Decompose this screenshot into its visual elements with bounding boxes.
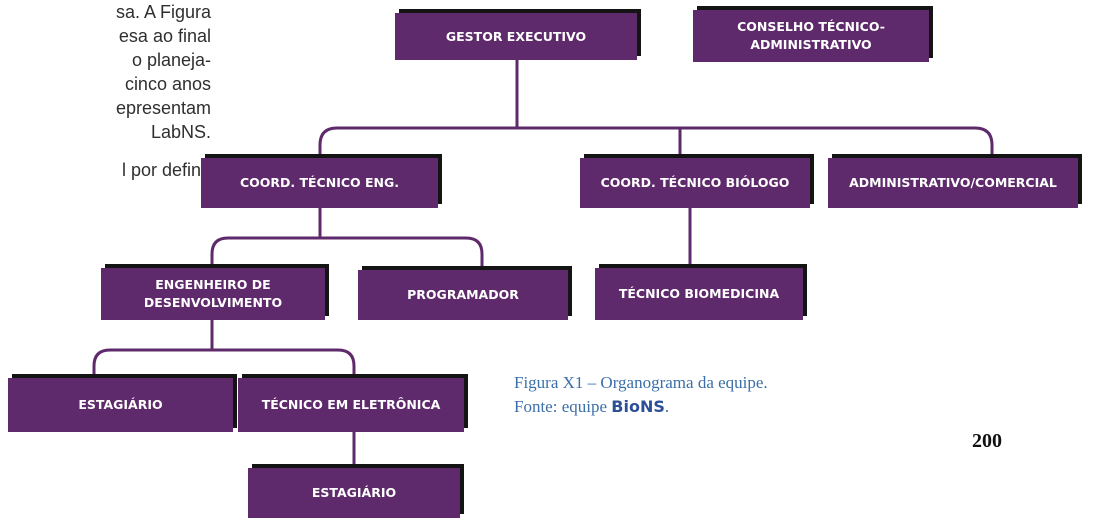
body-text-line: sa. A Figura: [115, 2, 211, 22]
node-label: COORD. TÉCNICO BIÓLOGO: [600, 175, 790, 190]
node-administrativo-comercial: ADMINISTRATIVO/COMERCIAL: [828, 158, 1078, 208]
node-tecnico-eletronica: TÉCNICO EM ELETRÔNICA: [238, 378, 464, 432]
node-label: GESTOR EXECUTIVO: [445, 28, 587, 44]
node-coord-tecnico-biologo: COORD. TÉCNICO BIÓLOGO: [580, 158, 810, 208]
brand-name: BioNS: [611, 397, 665, 416]
node-label: TÉCNICO EM ELETRÔNICA: [261, 397, 441, 412]
node-estagiario-eletronica: ESTAGIÁRIO: [248, 468, 460, 518]
node-label: PROGRAMADOR: [407, 287, 519, 302]
node-conselho-tecnico-administrativo: CONSELHO TÉCNICO- ADMINISTRATIVO: [693, 10, 929, 62]
body-text-line: l por definir: [121, 160, 211, 180]
body-text-line: esa ao final: [118, 26, 211, 46]
node-tecnico-biomedicina: TÉCNICO BIOMEDICINA: [595, 268, 803, 320]
node-estagiario: ESTAGIÁRIO: [8, 378, 233, 432]
body-text-line: epresentam: [115, 98, 211, 118]
node-label: COORD. TÉCNICO ENG.: [239, 175, 400, 190]
node-coord-tecnico-eng: COORD. TÉCNICO ENG.: [201, 158, 438, 208]
connector-level1: [318, 126, 994, 160]
node-label: ADMINISTRATIVO/COMERCIAL: [849, 175, 1057, 190]
node-label: ESTAGIÁRIO: [78, 397, 163, 412]
body-text-fragment: sa. A Figura esa ao final o planeja- cin…: [116, 0, 211, 182]
body-text-line: LabNS.: [150, 122, 211, 142]
node-label: ESTAGIÁRIO: [311, 485, 397, 500]
caption-line-2: Fonte: equipe BioNS.: [514, 395, 768, 419]
node-gestor-executivo: GESTOR EXECUTIVO: [395, 13, 637, 60]
caption-line-1: Figura X1 – Organograma da equipe.: [514, 373, 768, 392]
caption-source-prefix: Fonte: equipe: [514, 397, 612, 416]
node-programador: PROGRAMADOR: [358, 270, 568, 320]
node-label: ENGENHEIRO DE DESENVOLVIMENTO: [143, 277, 283, 310]
page-number: 200: [972, 430, 1002, 452]
node-label: TÉCNICO BIOMEDICINA: [618, 286, 780, 301]
connector-level2-eng: [210, 236, 484, 272]
body-text-line: o planeja-: [131, 50, 211, 70]
body-text-line: cinco anos: [124, 74, 211, 94]
caption-source-suffix: .: [664, 397, 670, 416]
connector-level3: [92, 348, 356, 378]
node-label: CONSELHO TÉCNICO- ADMINISTRATIVO: [737, 19, 885, 52]
figure-caption: Figura X1 – Organograma da equipe. Fonte…: [514, 371, 768, 419]
node-engenheiro-desenvolvimento: ENGENHEIRO DE DESENVOLVIMENTO: [101, 268, 325, 320]
